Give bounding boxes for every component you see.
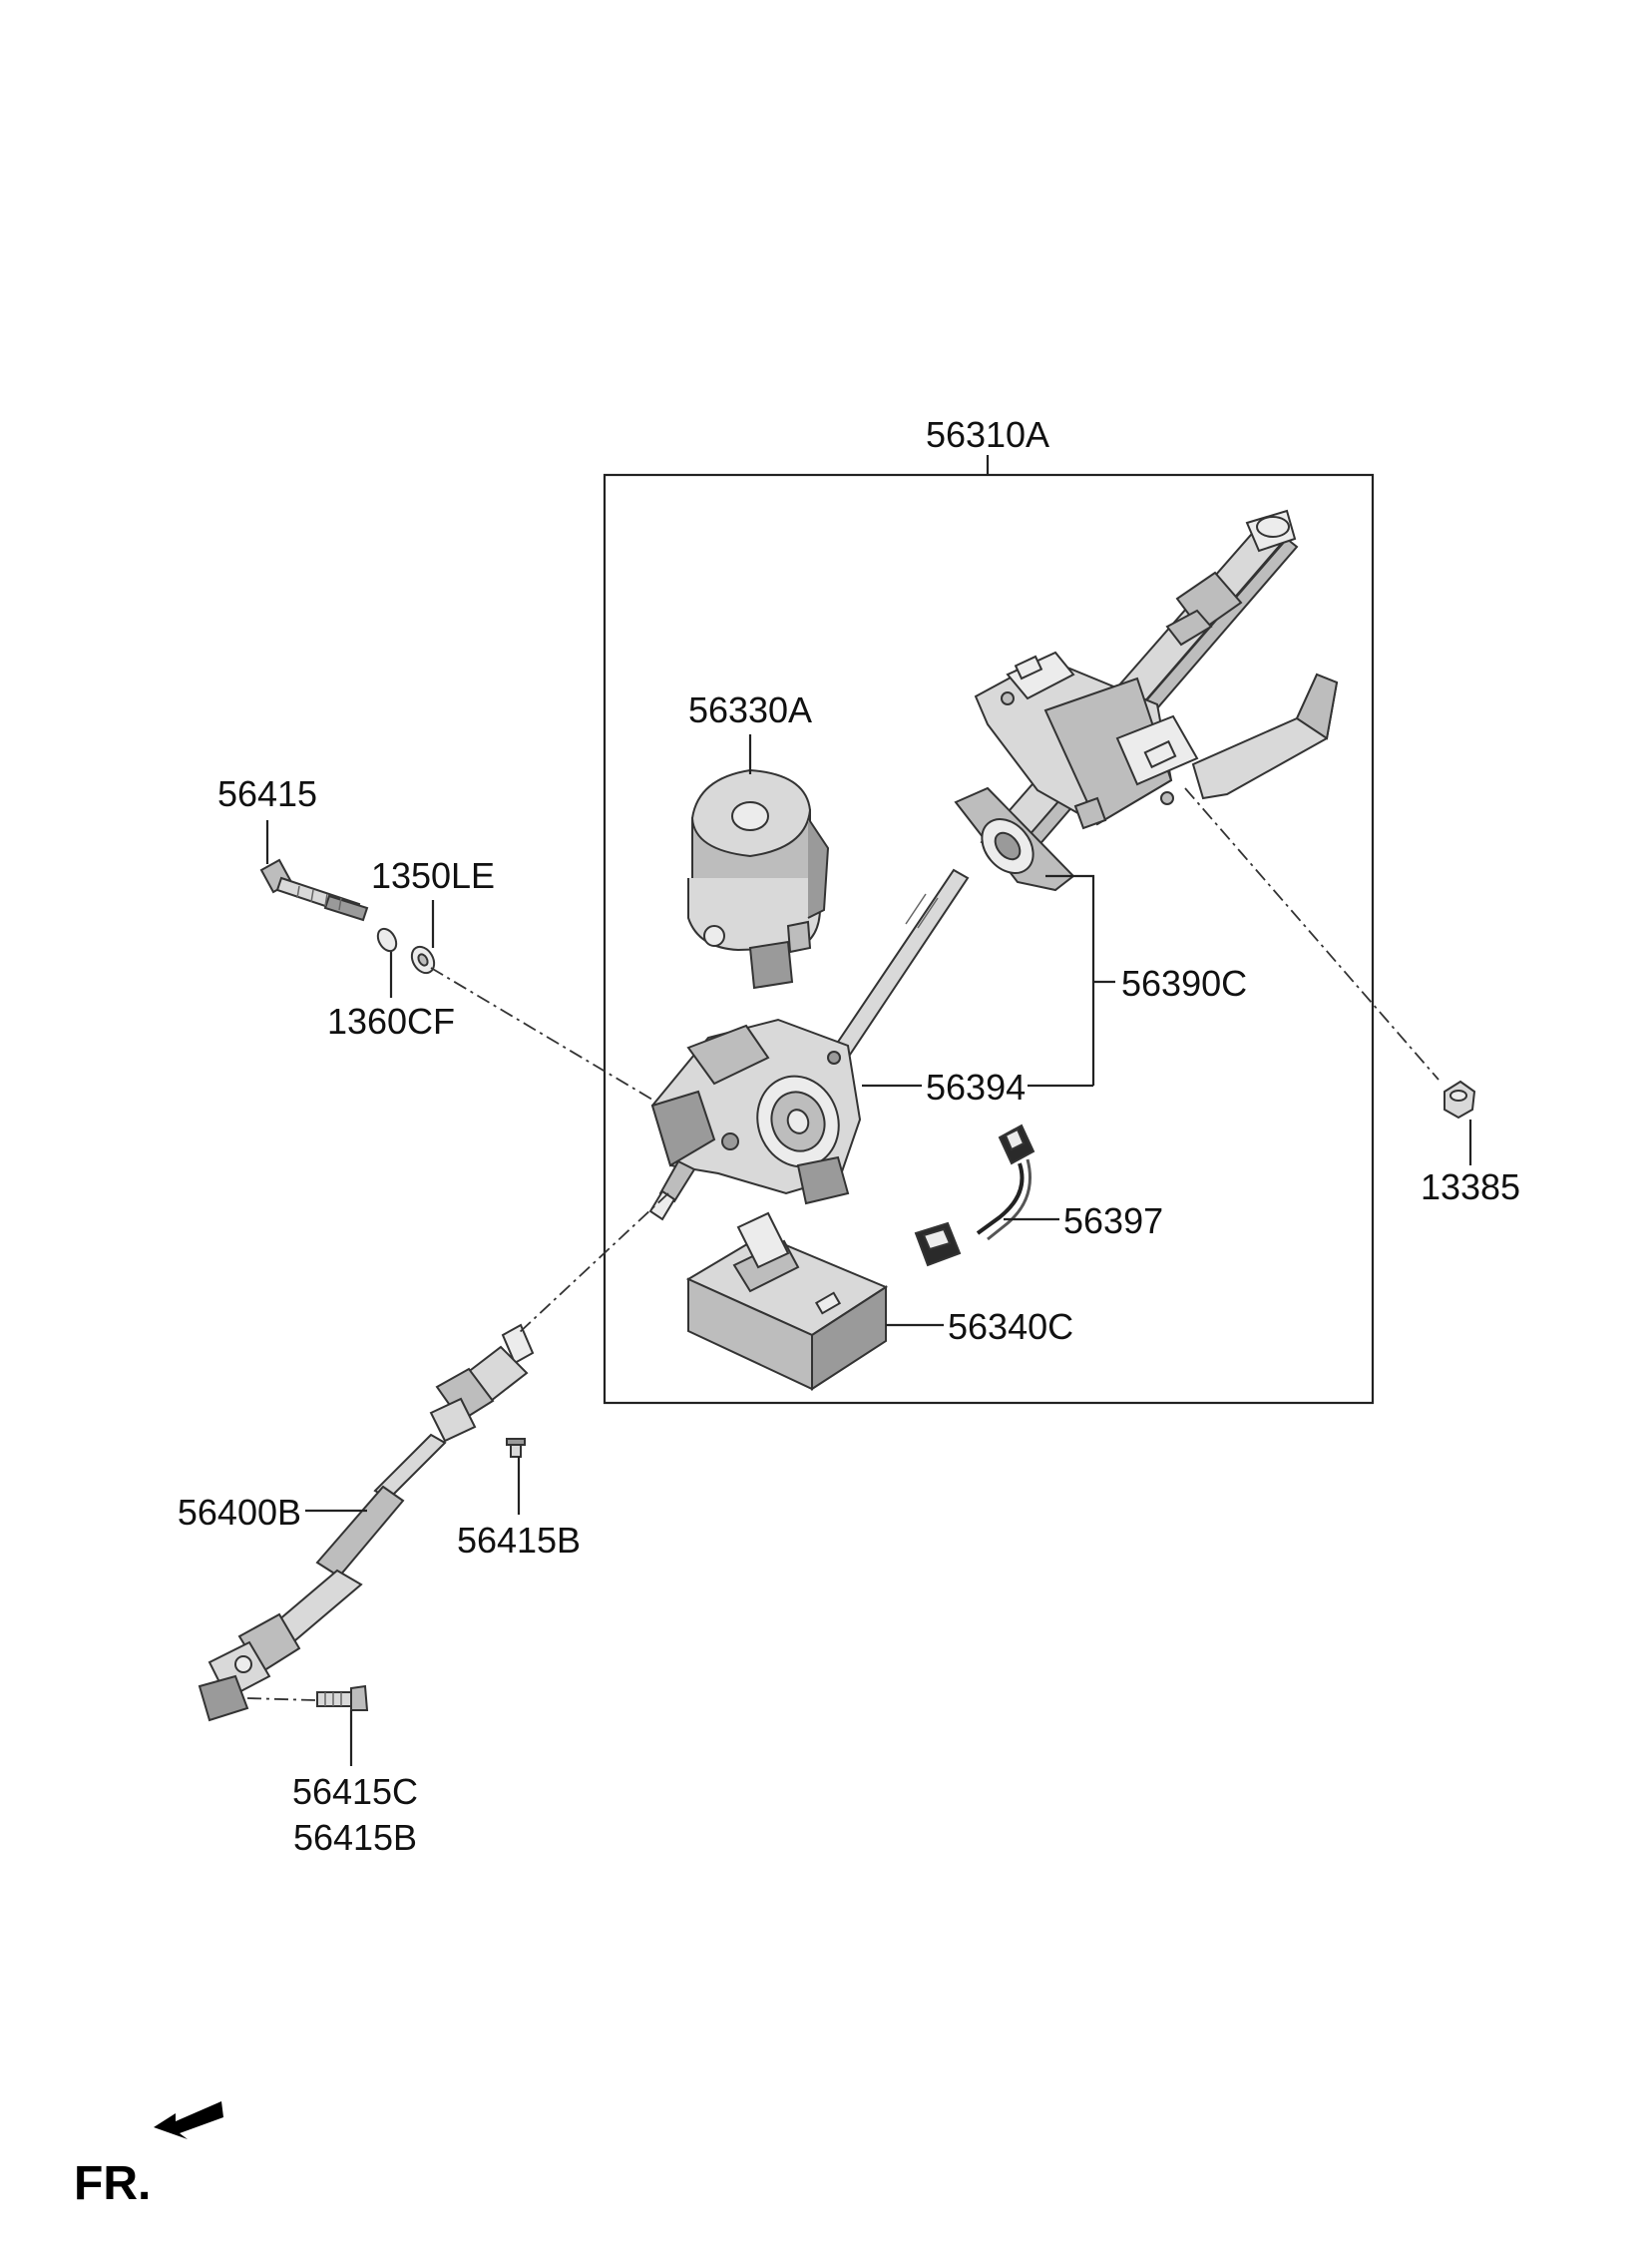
- washer-cf-part: [376, 927, 398, 953]
- label-joint-bolt-lower-c[interactable]: 56415C: [292, 1771, 418, 1812]
- gear-housing-part: [648, 1018, 862, 1221]
- universal-joint-shaft-part: [198, 1323, 535, 1722]
- label-harness[interactable]: 56397: [1063, 1200, 1163, 1241]
- intermediate-shaft-part: [824, 868, 970, 1072]
- front-label: FR.: [74, 2157, 151, 2210]
- label-bolt[interactable]: 56415: [217, 773, 317, 814]
- arrow-front-left-icon: [154, 2101, 223, 2139]
- front-indicator: FR.: [74, 2101, 223, 2210]
- lower-joint-bolt-part: [316, 1684, 369, 1711]
- bolt-part: [259, 858, 369, 922]
- label-washer-cf[interactable]: 1360CF: [327, 1001, 455, 1042]
- label-upper-column[interactable]: 56390C: [1121, 963, 1247, 1004]
- upper-column-part: [954, 509, 1339, 892]
- label-washer-le[interactable]: 1350LE: [371, 855, 495, 896]
- label-assembly[interactable]: 56310A: [926, 414, 1049, 455]
- label-housing[interactable]: 56394: [926, 1067, 1026, 1108]
- label-nut[interactable]: 13385: [1421, 1166, 1520, 1207]
- label-joint-shaft[interactable]: 56400B: [178, 1492, 301, 1533]
- sensor-harness-part: [914, 1124, 1035, 1267]
- label-joint-bolt-lower-b[interactable]: 56415B: [293, 1817, 417, 1858]
- label-joint-bolt-upper[interactable]: 56415B: [457, 1520, 581, 1561]
- nut-part: [1444, 1080, 1476, 1120]
- label-motor[interactable]: 56330A: [688, 689, 812, 730]
- label-ecu[interactable]: 56340C: [948, 1306, 1073, 1347]
- motor-part: [687, 768, 830, 990]
- ecu-part: [685, 1211, 889, 1391]
